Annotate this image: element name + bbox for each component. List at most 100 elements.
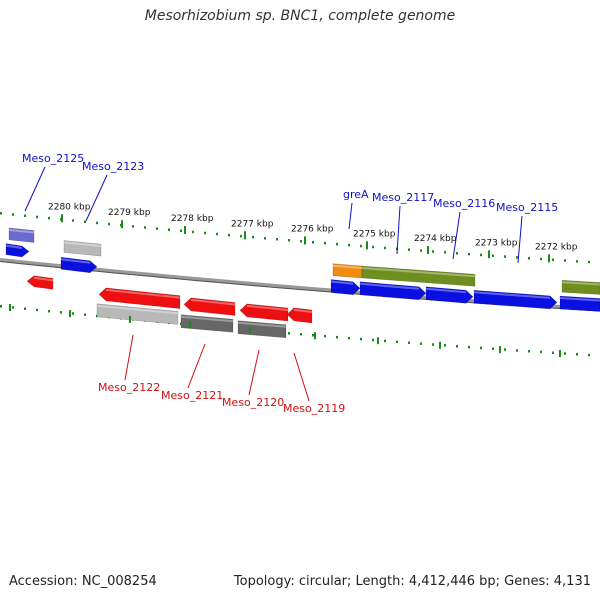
- gene-right-box: [561, 279, 600, 295]
- lower-scale-dot: [384, 339, 386, 343]
- lower-scale-dot: [564, 352, 566, 355]
- upper-scale-dot: [132, 225, 134, 228]
- upper-scale-dot: [300, 240, 302, 243]
- gene-meso-2122-arrow: [98, 287, 181, 309]
- leader-line: [293, 352, 310, 402]
- gene-meso-2125-arrow-shine: [6, 244, 22, 249]
- gene-meso-2115-arrow-shine: [474, 291, 550, 299]
- gene-label-meso-2121[interactable]: Meso_2121: [161, 389, 223, 402]
- lower-scale-dot: [324, 334, 326, 338]
- upper-scale-dot: [192, 230, 194, 234]
- upper-scale-dot: [180, 229, 182, 233]
- upper-scale-dot: [480, 253, 482, 257]
- gene-label-grea[interactable]: greA: [343, 188, 369, 201]
- lower-scale-dot: [480, 346, 482, 350]
- gene-meso-2125-box: [8, 227, 35, 243]
- gene-meso-2117-box: [361, 265, 476, 287]
- gene-meso-2119-arrow: [286, 307, 313, 324]
- upper-scale-dot: [24, 214, 26, 217]
- lower-scale-dot: [12, 306, 14, 309]
- leader-line: [85, 174, 108, 222]
- gene-meso-2125-box-shine: [9, 228, 34, 234]
- gene-meso-2117-box-shine: [362, 267, 475, 278]
- kbp-tick-label: 2279 kbp: [108, 208, 151, 218]
- accession-text: Accession: NC_008254: [9, 574, 157, 589]
- gene-meso-2123-box: [63, 240, 102, 257]
- lower-tick-mark: [9, 304, 11, 311]
- page-title: Mesorhizobium sp. BNC1, complete genome: [144, 8, 456, 24]
- lower-scale-dot: [420, 342, 422, 345]
- gene-meso-2123-arrow: [60, 256, 98, 274]
- upper-scale-dot: [420, 249, 422, 252]
- leader-line: [187, 343, 206, 389]
- upper-scale-dot: [360, 244, 362, 248]
- upper-scale-dot: [48, 216, 50, 220]
- kbp-tick-label: 2275 kbp: [353, 229, 396, 239]
- gene-meso-2123-arrow-shine: [61, 258, 90, 264]
- upper-scale-dot: [324, 241, 326, 245]
- gene-grea-box-shine: [333, 264, 362, 269]
- gene-meso-2119-arrow-shine: [294, 308, 312, 313]
- upper-scale-dot: [336, 242, 338, 246]
- lower-scale-dot: [552, 351, 554, 354]
- lower-scale-dot: [588, 353, 590, 357]
- leader-line: [248, 349, 260, 396]
- lower-scale-dot: [300, 333, 302, 336]
- gene-meso-2117-arrow: [359, 281, 427, 301]
- lower-scale-dot: [360, 337, 362, 341]
- lower-scale-dot: [372, 338, 374, 342]
- upper-scale-dot: [552, 258, 554, 261]
- leader-line: [396, 205, 401, 255]
- kbp-tick-mark: [304, 236, 306, 245]
- gene-grea-arrow: [330, 279, 361, 296]
- gene-meso-2121-arrow-shine: [191, 298, 235, 306]
- upper-scale-dot: [312, 241, 314, 244]
- upper-scale-dot: [516, 256, 518, 259]
- gene-meso-2121-box-shine: [181, 315, 233, 323]
- gene-meso-2122-box-shine: [97, 304, 178, 315]
- lower-scale-dot: [432, 343, 434, 346]
- gene-grea-arrow-shine: [331, 280, 353, 285]
- upper-scale-dot: [288, 239, 290, 242]
- gene-left-red: [26, 275, 54, 290]
- gene-meso-2120-box-shine: [238, 321, 286, 328]
- upper-scale-dot: [276, 238, 278, 241]
- upper-scale-dot: [564, 259, 566, 262]
- kbp-tick-mark: [184, 226, 186, 234]
- gene-meso-2122-arrow-shine: [106, 288, 180, 299]
- gene-label-meso-2122[interactable]: Meso_2122: [98, 381, 160, 394]
- gene-meso-2121-box: [180, 314, 234, 333]
- lower-tick-mark: [69, 310, 71, 318]
- gene-meso-2121-arrow: [183, 297, 236, 316]
- lower-scale-dot: [60, 311, 62, 314]
- gene-label-meso-2120[interactable]: Meso_2120: [222, 396, 284, 409]
- kbp-tick-mark: [121, 220, 123, 229]
- gene-label-meso-2116[interactable]: Meso_2116: [433, 197, 495, 210]
- lower-scale-dot: [336, 335, 338, 339]
- kbp-tick-mark: [488, 250, 490, 259]
- lower-tick-mark: [559, 350, 561, 357]
- lower-scale-dot: [396, 340, 398, 344]
- upper-scale-dot: [588, 260, 590, 264]
- upper-scale-dot: [252, 235, 254, 239]
- gene-label-meso-2125[interactable]: Meso_2125: [22, 152, 84, 165]
- gene-label-meso-2117[interactable]: Meso_2117: [372, 191, 434, 204]
- lower-scale-dot: [468, 345, 470, 349]
- upper-scale-dot: [36, 215, 38, 219]
- lower-scale-dot: [84, 313, 86, 316]
- gene-meso-2116-arrow: [425, 286, 474, 304]
- gene-label-meso-2123[interactable]: Meso_2123: [82, 160, 144, 173]
- lower-scale-dot: [576, 353, 578, 356]
- lower-scale-dot: [0, 305, 2, 308]
- upper-scale-dot: [540, 257, 542, 261]
- upper-scale-dot: [348, 243, 350, 247]
- upper-scale-dot: [432, 250, 434, 253]
- kbp-tick-label: 2272 kbp: [535, 242, 578, 252]
- gene-left-red-shine: [34, 276, 53, 282]
- lower-scale-dot: [348, 336, 350, 340]
- gene-label-meso-2115[interactable]: Meso_2115: [496, 201, 558, 214]
- gene-label-meso-2119[interactable]: Meso_2119: [283, 402, 345, 415]
